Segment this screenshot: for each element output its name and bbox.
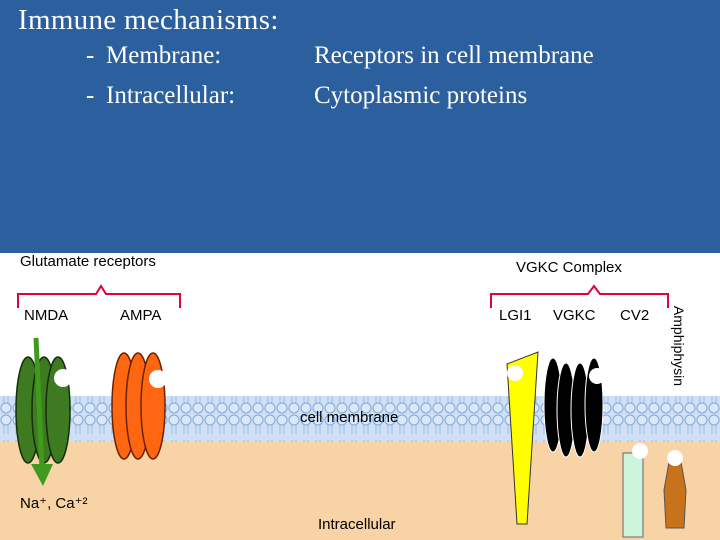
bullet-dash-membrane: - xyxy=(86,42,95,69)
nmda-label: NMDA xyxy=(24,307,69,324)
bullet-dash-intracellular: - xyxy=(86,82,95,109)
cv2-label: CV2 xyxy=(620,307,650,324)
title-banner xyxy=(0,0,720,253)
vgkc-label: VGKC xyxy=(553,307,596,324)
ions-label: Na⁺, Ca⁺² xyxy=(20,495,88,512)
lgi1-protein xyxy=(506,351,539,525)
bullet-term-membrane: Membrane: xyxy=(106,42,222,69)
glutamate-bracket xyxy=(17,284,181,308)
lgi1-label: LGI1 xyxy=(499,307,532,324)
vgkc-bracket xyxy=(490,284,669,308)
amphiphysin-protein xyxy=(663,450,687,529)
bullet-desc-intracellular: Cytoplasmic proteins xyxy=(314,82,528,109)
glutamate-receptors-label: Glutamate receptors xyxy=(20,253,156,270)
slide-title: Immune mechanisms: xyxy=(18,4,279,36)
ampa-receptor xyxy=(111,352,167,460)
nmda-receptor xyxy=(15,356,72,464)
ampa-label: AMPA xyxy=(120,307,162,324)
amphiphysin-label: Amphiphysin xyxy=(671,305,687,387)
bullet-desc-membrane: Receptors in cell membrane xyxy=(314,42,594,69)
amphiphysin-label-box: Amphiphysin xyxy=(671,300,687,392)
vgkc-channel xyxy=(543,357,605,458)
cell-membrane-label: cell membrane xyxy=(300,409,399,426)
bullet-term-intracellular: Intracellular: xyxy=(106,82,236,109)
vgkc-complex-label: VGKC Complex xyxy=(516,259,622,276)
intracellular-label: Intracellular xyxy=(318,516,396,533)
ion-flow-arrow xyxy=(31,337,53,486)
cv2-protein xyxy=(622,443,648,538)
receptor-diagram xyxy=(0,284,720,540)
